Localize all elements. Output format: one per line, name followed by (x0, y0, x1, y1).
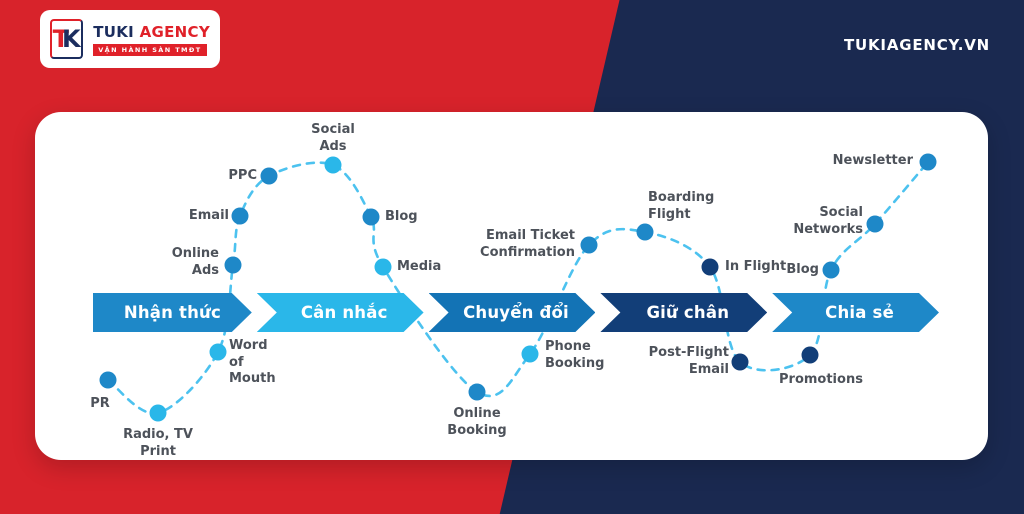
journey-diagram-card: Nhận thức Cân nhắc Chuyển đổi Giữ chân C… (35, 112, 988, 460)
touchpoint-dot (866, 215, 884, 233)
touchpoint-dot (99, 371, 117, 389)
touchpoint-dot (231, 207, 249, 225)
logo-tagline: VẬN HÀNH SÀN TMĐT (93, 43, 207, 56)
touchpoint-dot (224, 256, 242, 274)
website-url: TUKIAGENCY.VN (844, 36, 990, 54)
touchpoint-dot (468, 383, 486, 401)
stage-retention: Giữ chân (600, 293, 767, 332)
journey-svg (99, 153, 937, 422)
stage-advocacy: Chia sẻ (772, 293, 939, 332)
logo-name: TUKI AGENCY (93, 23, 210, 41)
funnel-stages: Nhận thức Cân nhắc Chuyển đổi Giữ chân C… (93, 293, 939, 332)
logo-name-secondary: AGENCY (139, 22, 210, 41)
dots-layer (99, 153, 937, 422)
journey-curve (106, 160, 930, 415)
touchpoint-dot (149, 404, 167, 422)
touchpoint-dot (801, 346, 819, 364)
touchpoint-dot (260, 167, 278, 185)
touchpoint-dot (636, 223, 654, 241)
touchpoint-dot (919, 153, 937, 171)
logo-letter-t: T (52, 25, 69, 53)
touchpoint-dot (822, 261, 840, 279)
touchpoint-dot (580, 236, 598, 254)
logo-letter-k: K (62, 25, 81, 53)
logo-name-primary: TUKI (93, 22, 135, 41)
stage-awareness: Nhận thức (93, 293, 252, 332)
touchpoint-dot (731, 353, 749, 371)
touchpoint-dot (701, 258, 719, 276)
touchpoint-dot (521, 345, 539, 363)
touchpoint-dot (209, 343, 227, 361)
logo-text: TUKI AGENCY VẬN HÀNH SÀN TMĐT (93, 23, 210, 56)
stage-consideration: Cân nhắc (257, 293, 424, 332)
touchpoint-dot (362, 208, 380, 226)
touchpoint-dot (374, 258, 392, 276)
stage-conversion: Chuyển đổi (429, 293, 596, 332)
touchpoint-dot (324, 156, 342, 174)
